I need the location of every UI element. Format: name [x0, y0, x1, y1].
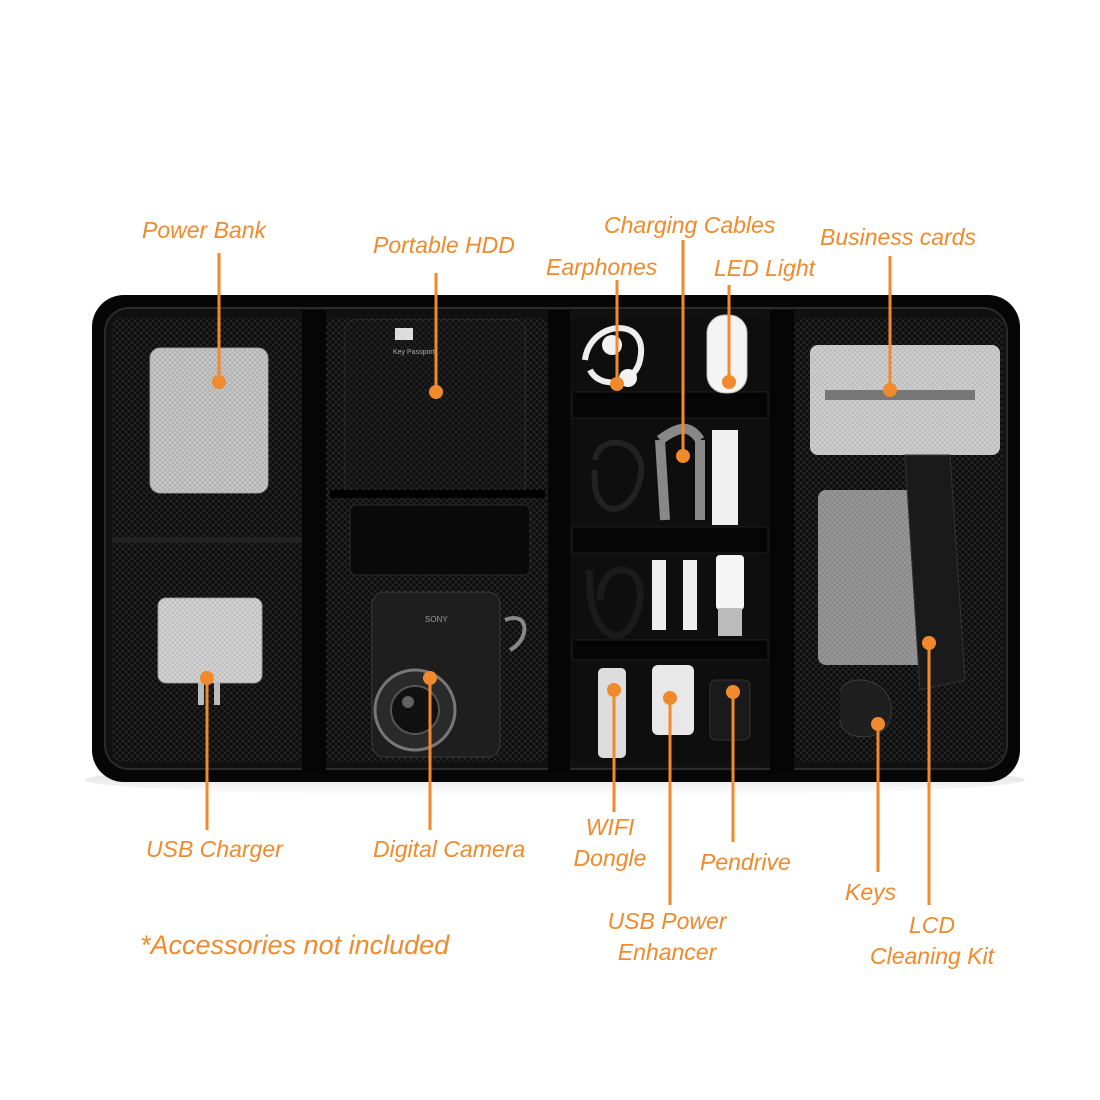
label-charging-cables: Charging Cables [604, 212, 776, 238]
panel-hdd-camera: Key Passport SONY [326, 318, 548, 762]
label-business-cards: Business cards [820, 224, 976, 250]
leader-lines [200, 240, 936, 905]
label-led-light: LED Light [714, 255, 816, 281]
label-earphones: Earphones [546, 254, 658, 280]
label-lcd-cleaning-kit-line2: Cleaning Kit [869, 943, 995, 969]
label-power-bank: Power Bank [142, 217, 267, 243]
grey-cable-item [655, 439, 705, 521]
panel-left [112, 318, 302, 762]
footnote: *Accessories not included [140, 930, 450, 960]
label-portable-hdd: Portable HDD [373, 232, 515, 258]
label-usb-power-enhancer-line2: Enhancer [617, 939, 717, 965]
panel-cables [570, 314, 770, 762]
label-digital-camera: Digital Camera [373, 836, 526, 862]
label-usb-charger: USB Charger [146, 836, 283, 862]
wifi-dongle-item [598, 668, 626, 758]
label-wifi-dongle-line1: WIFI [585, 814, 635, 840]
earphones-item [582, 325, 645, 386]
black-cable-item [591, 439, 645, 512]
label-pendrive: Pendrive [700, 849, 791, 875]
label-usb-power-enhancer-line1: USB Power [607, 908, 727, 934]
pendrive-item [709, 679, 751, 741]
panel-right [794, 318, 1004, 762]
led-light-item [706, 314, 748, 394]
hdd-brand-text: Key Passport [393, 349, 435, 356]
label-keys: Keys [845, 879, 897, 905]
label-lcd-cleaning-kit-line1: LCD [908, 912, 955, 938]
label-wifi-dongle-line2: Dongle [573, 845, 647, 871]
camera-brand-text: SONY [425, 615, 448, 624]
